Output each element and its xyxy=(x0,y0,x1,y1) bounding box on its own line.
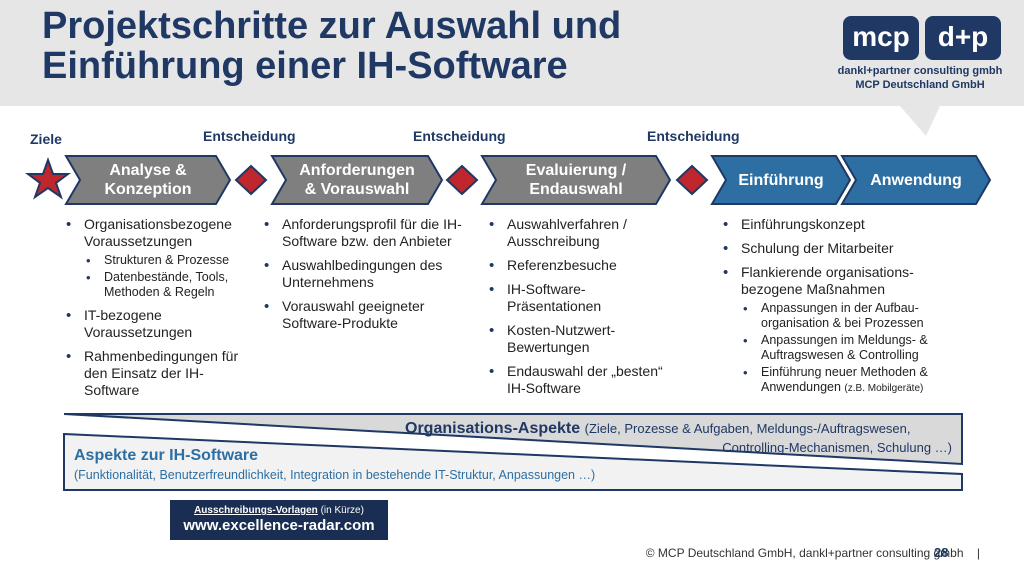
list-item: IH-Software-Präsentationen xyxy=(487,281,672,315)
list-item: Kosten-Nutzwert-Bewertungen xyxy=(487,322,672,356)
logo-line-2: MCP Deutschland GmbH xyxy=(855,79,985,91)
step-3-line-2: Endauswahl xyxy=(529,181,623,198)
promo-label-row: Ausschreibungs-Vorlagen (in Kürze) xyxy=(170,505,388,516)
goal-star-icon xyxy=(25,157,71,200)
list-item: Anforderungsprofil für die IH-Software b… xyxy=(262,216,462,250)
column-analyse: Organisationsbezogene Voraussetzungen St… xyxy=(64,216,254,406)
promo-label: Ausschreibungs-Vorlagen xyxy=(194,505,318,516)
list-item: Einführungskonzept xyxy=(721,216,971,233)
sub-list-item: Anpassungen im Meldungs- & Auftragswesen… xyxy=(741,333,971,363)
promo-url-link[interactable]: www.excellence-radar.com xyxy=(183,517,375,534)
step-chevron-2 xyxy=(270,155,444,205)
list-item: Auswahlverfahren / Ausschreibung xyxy=(487,216,672,250)
sub-list-item: Einführung neuer Methoden & Anwendungen … xyxy=(741,365,971,396)
decision-diamond-icon-3 xyxy=(675,164,709,196)
step-4-line-1: Einführung xyxy=(738,171,824,189)
it-aspects-title: Aspekte zur IH-Software xyxy=(74,447,259,464)
step-label-2: Anforderungen & Vorauswahl xyxy=(286,158,428,202)
it-aspects-band xyxy=(63,432,963,491)
step-3-line-1: Evaluierung / xyxy=(525,162,627,179)
promo-banner[interactable]: Ausschreibungs-Vorlagen (in Kürze) www.e… xyxy=(170,500,388,540)
orga-aspects-text: Organisations-Aspekte (Ziele, Prozesse &… xyxy=(405,420,955,438)
step-chevron-4 xyxy=(710,155,852,205)
decision-diamond-icon-2 xyxy=(445,164,479,196)
step-chevron-5 xyxy=(840,155,992,205)
orga-aspects-band xyxy=(63,413,963,466)
step-label-3: Evaluierung / Endauswahl xyxy=(496,158,656,202)
list-item: Referenzbesuche xyxy=(487,257,672,274)
step-1-line-2: Konzeption xyxy=(104,181,192,198)
list-item: Rahmenbedingungen für den Einsatz der IH… xyxy=(64,348,254,399)
page-number: 28 xyxy=(934,545,949,560)
list-item: Schulung der Mitarbeiter xyxy=(721,240,971,257)
decision-diamond-icon-1 xyxy=(234,164,268,196)
step-label-5: Anwendung xyxy=(856,158,976,202)
decision-label-1: Entscheidung xyxy=(203,128,296,144)
it-aspects-detail: (Funktionalität, Benutzerfreundlichkeit,… xyxy=(74,468,596,482)
logo-mcp: mcp xyxy=(843,16,919,60)
header-notch xyxy=(900,106,940,136)
footer-separator: | xyxy=(976,546,980,560)
step-5-line-1: Anwendung xyxy=(870,171,962,189)
step-2-line-1: Anforderungen xyxy=(299,162,415,179)
list-item: IT-bezogene Voraussetzungen xyxy=(64,307,254,341)
orga-aspects-detail-2: Controlling-Mechanismen, Schulung …) xyxy=(722,440,952,455)
step-1-line-1: Analyse & xyxy=(109,162,187,179)
list-item: Auswahlbedingungen des Unternehmens xyxy=(262,257,462,291)
list-item: Flankierende organisations-bezogene Maßn… xyxy=(721,264,971,396)
sub-list-item: Anpassungen in der Aufbau-organisation &… xyxy=(741,301,971,331)
orga-aspects-title: Organisations-Aspekte xyxy=(405,420,581,437)
sub-list-item: Strukturen & Prozesse xyxy=(84,253,254,268)
decision-label-2: Entscheidung xyxy=(413,128,506,144)
goals-label: Ziele xyxy=(30,131,62,147)
logo-line-1: dankl+partner consulting gmbh xyxy=(837,65,1003,77)
step-label-1: Analyse & Konzeption xyxy=(80,158,216,202)
list-item: Organisationsbezogene Voraussetzungen St… xyxy=(64,216,254,300)
promo-label-note: (in Kürze) xyxy=(320,505,364,516)
note: (z.B. Mobilgeräte) xyxy=(844,383,924,394)
decision-label-3: Entscheidung xyxy=(647,128,740,144)
slide-title: Projektschritte zur Auswahl und Einführu… xyxy=(42,6,742,86)
title-line-1: Projektschritte zur Auswahl und xyxy=(42,5,622,47)
title-line-2: Einführung einer IH-Software xyxy=(42,45,568,87)
company-logo: mcp d+p xyxy=(843,16,1001,60)
list-item: Vorauswahl geeigneter Software-Produkte xyxy=(262,298,462,332)
step-chevron-1 xyxy=(64,155,232,205)
column-evaluierung: Auswahlverfahren / Ausschreibung Referen… xyxy=(487,216,672,404)
column-anforderungen: Anforderungsprofil für die IH-Software b… xyxy=(262,216,462,339)
sub-list-item: Datenbestände, Tools, Methoden & Regeln xyxy=(84,270,254,300)
step-2-line-2: & Vorauswahl xyxy=(304,181,410,198)
orga-aspects-detail-1: (Ziele, Prozesse & Aufgaben, Meldungs-/A… xyxy=(584,421,911,436)
step-chevron-3 xyxy=(480,155,672,205)
step-label-4: Einführung xyxy=(726,158,836,202)
logo-dp: d+p xyxy=(925,16,1001,60)
column-einfuehrung: Einführungskonzept Schulung der Mitarbei… xyxy=(721,216,971,403)
footer-copyright: © MCP Deutschland GmbH, dankl+partner co… xyxy=(645,546,980,560)
list-item: Endauswahl der „besten“ IH-Software xyxy=(487,363,672,397)
